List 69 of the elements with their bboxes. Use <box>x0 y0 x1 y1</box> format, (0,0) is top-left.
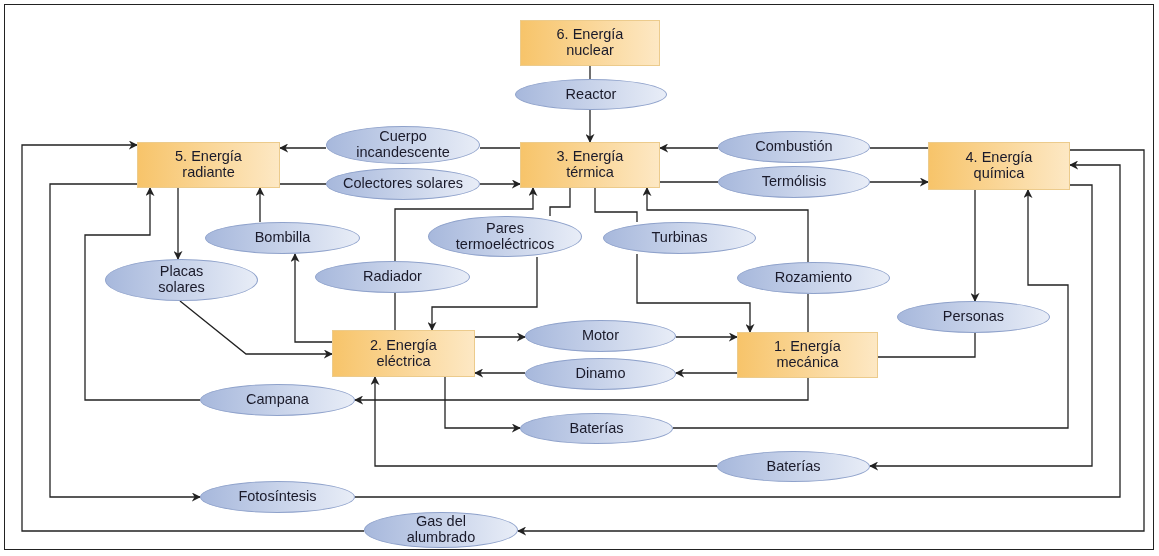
arrow <box>474 332 526 342</box>
connector-line <box>479 147 521 149</box>
arrow <box>474 368 526 378</box>
node-label: Gas del alumbrado <box>405 514 477 546</box>
arrow <box>636 253 755 333</box>
node-label: Baterías <box>766 458 821 475</box>
arrow <box>179 300 333 359</box>
node-label: Reactor <box>565 86 617 103</box>
connector-line <box>394 292 396 331</box>
node-label: Termólisis <box>761 174 827 190</box>
arrow <box>869 184 1093 471</box>
connector-line <box>549 187 571 217</box>
node-label: Radiador <box>363 269 422 285</box>
arrow <box>444 376 521 433</box>
arrow <box>675 368 738 378</box>
arrow <box>642 187 809 263</box>
energy-box <box>137 142 280 188</box>
node-label: Colectores solares <box>342 176 464 192</box>
node-label: 6. Energía nuclear <box>555 27 625 59</box>
arrow <box>675 332 738 342</box>
node-label: Combustión <box>755 139 833 155</box>
connector-line <box>594 187 638 223</box>
energy-box <box>332 330 475 377</box>
node-label: Dinamo <box>575 366 626 382</box>
node-label: Bombilla <box>254 230 311 246</box>
node-label: Turbinas <box>651 230 708 246</box>
node-label: 1. Energía mecánica <box>773 339 842 371</box>
node-label: Cuerpo incandescente <box>355 129 451 161</box>
connector-line <box>877 332 976 358</box>
arrow <box>84 187 201 401</box>
arrow <box>672 189 1069 429</box>
arrow <box>279 143 327 153</box>
arrow <box>585 109 595 143</box>
arrow <box>427 256 538 331</box>
arrow <box>21 140 365 532</box>
connector-line <box>807 293 809 333</box>
node-label: Rozamiento <box>774 270 853 286</box>
arrow <box>970 189 980 302</box>
node-label: 2. Energía eléctrica <box>369 337 438 370</box>
arrow <box>173 187 183 260</box>
energy-box <box>520 20 660 66</box>
node-label: 3. Energía térmica <box>555 149 625 181</box>
node-label: Pares termoeléctricos <box>454 220 556 253</box>
connector-line <box>869 147 929 149</box>
arrow <box>354 377 809 405</box>
arrow <box>517 149 1145 536</box>
node-label: 4. Energía química <box>964 150 1034 182</box>
arrow <box>869 177 929 187</box>
connector-line <box>659 181 719 183</box>
node-label: Personas <box>942 309 1005 325</box>
arrow <box>290 253 333 343</box>
energy-box <box>928 142 1070 190</box>
node-label: Baterías <box>569 420 624 437</box>
node-label: Motor <box>581 328 620 344</box>
connector-line <box>279 183 327 185</box>
arrow <box>394 187 538 262</box>
node-label: Fotosíntesis <box>238 489 317 505</box>
arrow <box>255 187 265 223</box>
arrow <box>659 143 719 153</box>
node-label: 5. Energía radiante <box>174 149 243 181</box>
arrow <box>49 183 201 502</box>
connector-line <box>589 65 591 80</box>
energy-box <box>520 142 660 188</box>
arrow <box>370 376 718 467</box>
arrow <box>479 179 521 189</box>
node-label: Placas solares <box>157 264 206 296</box>
arrow <box>354 160 1121 498</box>
energy-box <box>737 332 878 378</box>
node-label: Campana <box>246 392 309 408</box>
